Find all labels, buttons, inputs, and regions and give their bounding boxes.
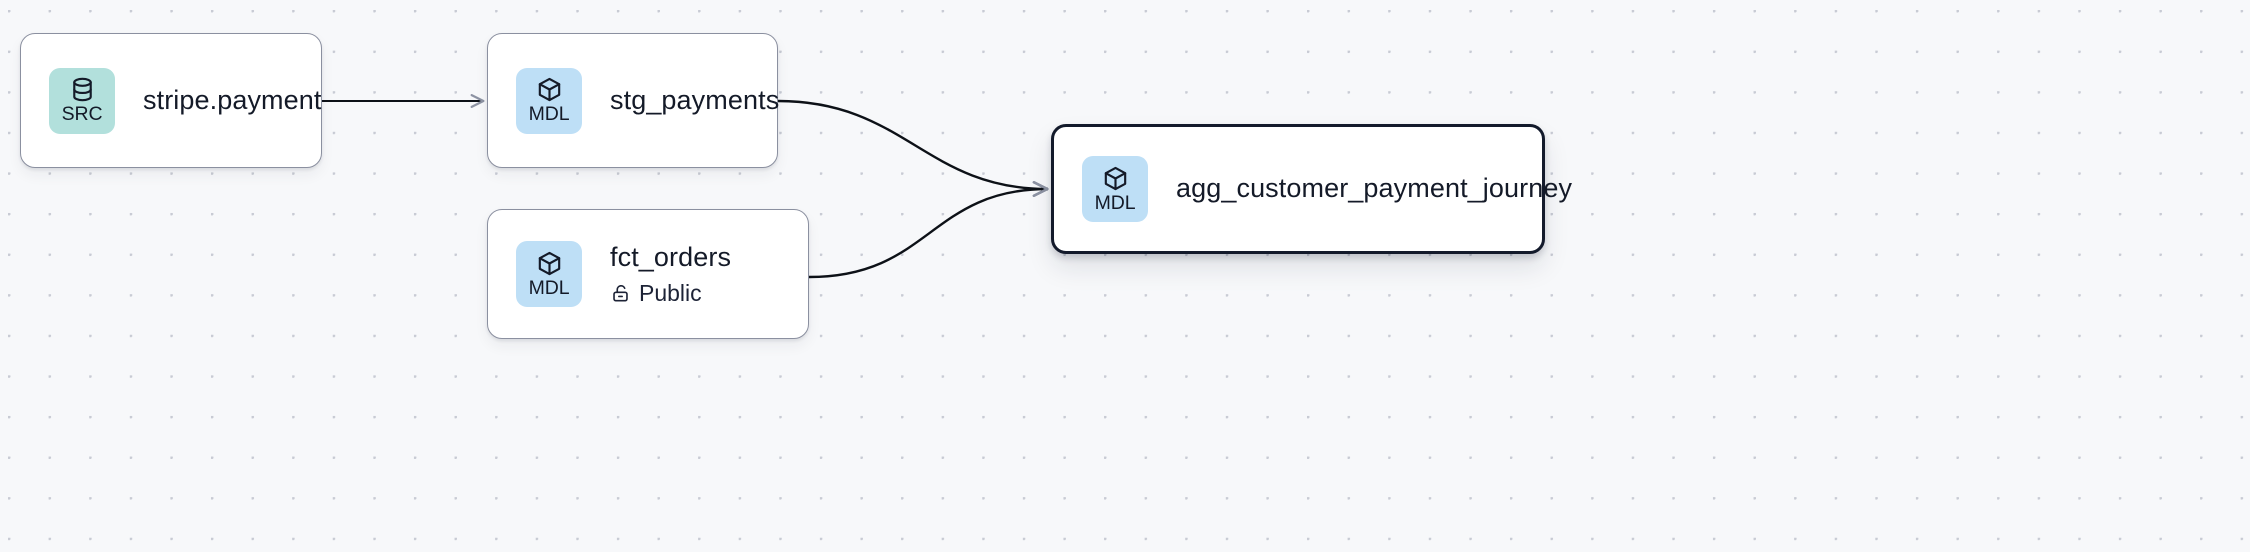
- badge-label: MDL: [528, 103, 570, 126]
- node-type-badge-src: SRC: [49, 67, 115, 134]
- node-title: stg_payments: [610, 84, 780, 115]
- cube-icon: [536, 250, 563, 277]
- edge-fct-to-agg: [808, 181, 1049, 279]
- edge-stg-to-agg: [777, 99, 1049, 197]
- node-agg-customer-payment-journey[interactable]: MDL agg_customer_payment_journey: [1051, 124, 1573, 254]
- node-fct-orders[interactable]: MDL fct_orders Public: [487, 209, 809, 339]
- unlock-icon: [610, 283, 631, 304]
- node-title: fct_orders: [610, 241, 732, 272]
- node-title: agg_customer_payment_journey: [1176, 173, 1573, 204]
- database-icon: [69, 76, 96, 103]
- badge-label: MDL: [1094, 191, 1136, 214]
- cube-icon: [536, 76, 563, 103]
- node-title: stripe.payment: [143, 84, 322, 115]
- cube-icon: [1102, 165, 1129, 192]
- node-body: fct_orders Public: [610, 242, 731, 306]
- node-body: stripe.payment: [143, 85, 321, 117]
- visibility-status: Public: [610, 279, 731, 306]
- badge-label: MDL: [528, 276, 570, 299]
- node-type-badge-mdl: MDL: [1082, 156, 1148, 222]
- node-body: stg_payments: [610, 84, 780, 117]
- visibility-label: Public: [639, 279, 702, 306]
- node-type-badge-mdl: MDL: [516, 67, 582, 134]
- node-body: agg_customer_payment_journey: [1176, 173, 1573, 205]
- badge-label: SRC: [61, 103, 103, 126]
- node-stg-payments[interactable]: MDL stg_payments: [487, 33, 780, 168]
- node-type-badge-mdl: MDL: [516, 241, 582, 307]
- node-stripe-payment[interactable]: SRC stripe.payment: [20, 33, 322, 168]
